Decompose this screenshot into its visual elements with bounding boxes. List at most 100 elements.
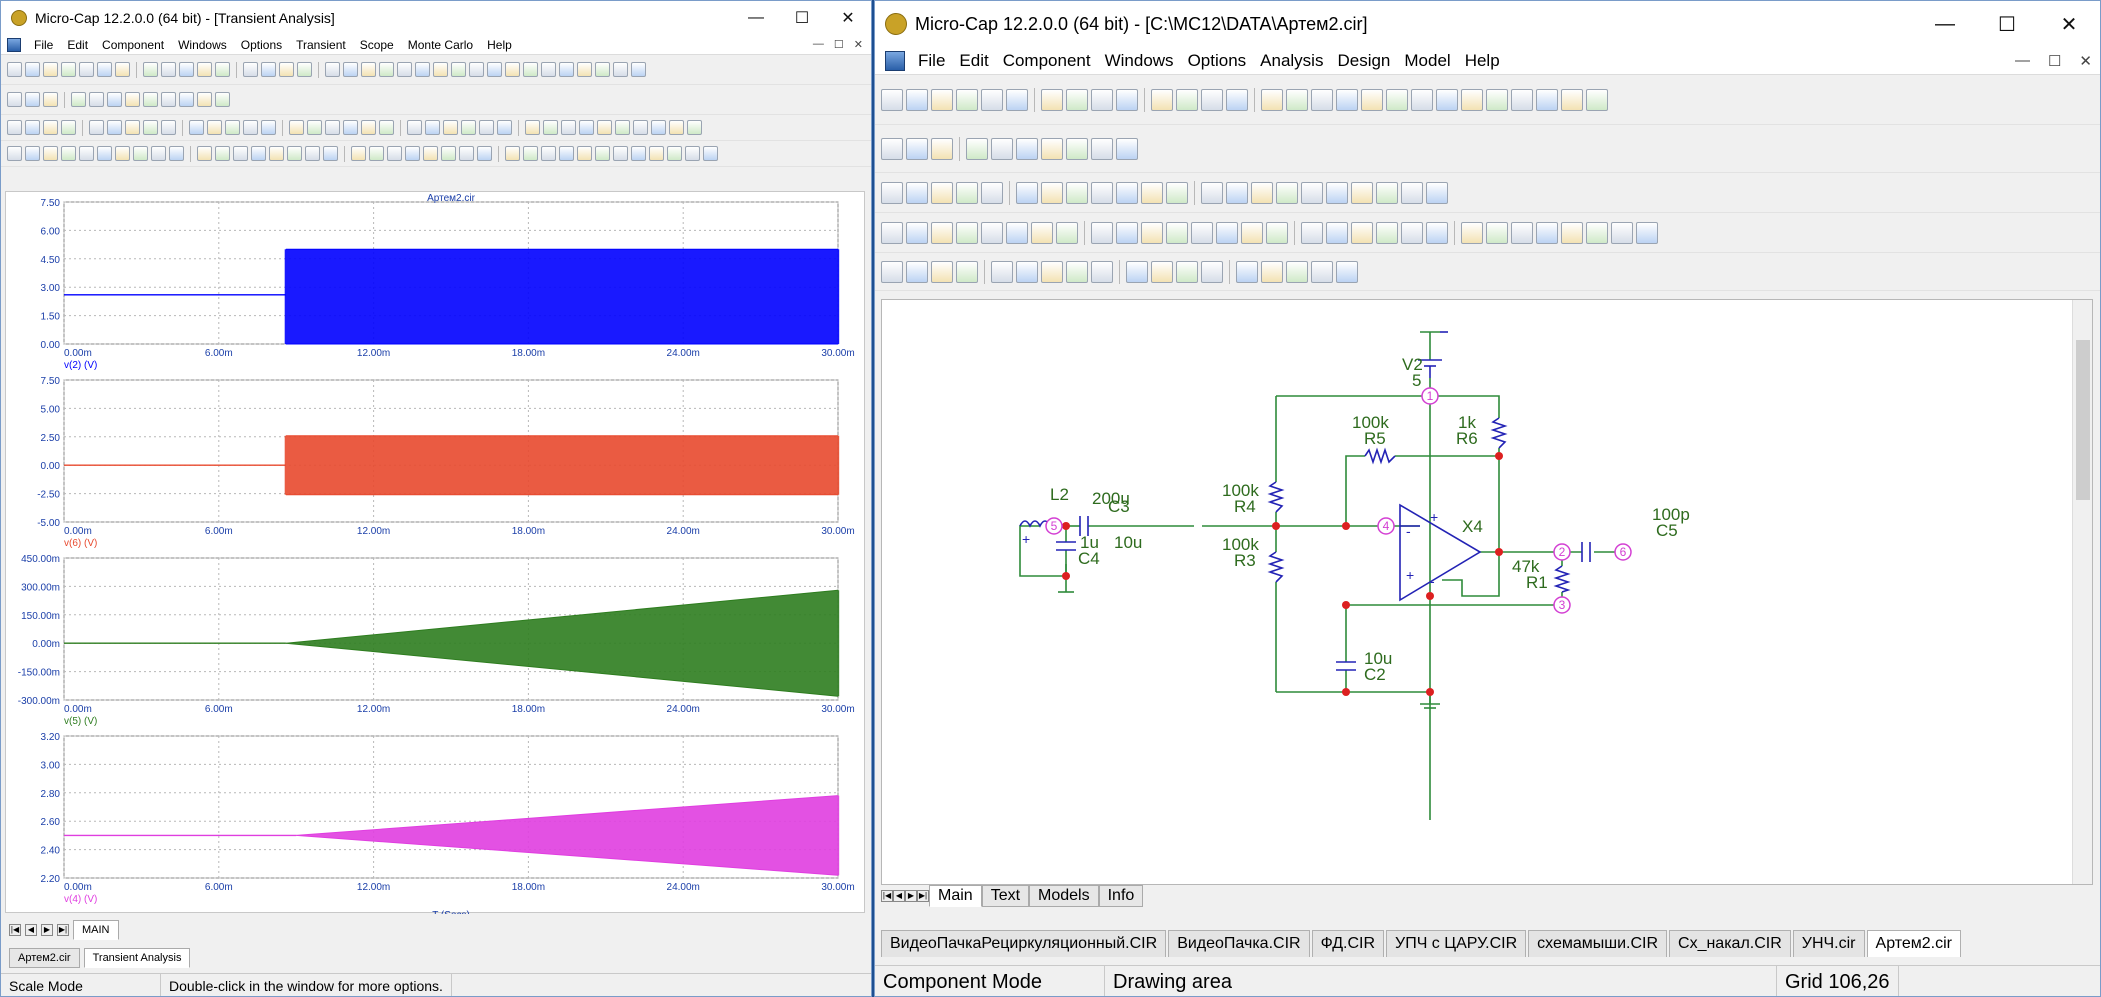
maximize-button[interactable]: ☐ xyxy=(1998,13,2016,36)
toolbar-button-icon[interactable] xyxy=(1006,221,1028,244)
toolbar-button-icon[interactable] xyxy=(1311,88,1333,111)
toolbar-button-icon[interactable] xyxy=(595,62,610,77)
menu-options[interactable]: Options xyxy=(1187,50,1247,70)
tab-models[interactable]: Models xyxy=(1029,885,1099,907)
toolbar-button-icon[interactable] xyxy=(189,120,204,135)
menu-design[interactable]: Design xyxy=(1337,50,1391,70)
mdi-close-button[interactable]: ✕ xyxy=(2079,52,2092,70)
file-tab[interactable]: ФД.CIR xyxy=(1311,930,1385,957)
toolbar-button-icon[interactable] xyxy=(559,146,574,161)
scroll-thumb[interactable] xyxy=(2076,340,2090,500)
toolbar-button-icon[interactable] xyxy=(631,62,646,77)
toolbar-button-icon[interactable] xyxy=(423,146,438,161)
toolbar-button-icon[interactable] xyxy=(1176,260,1198,283)
minimize-button[interactable]: — xyxy=(1935,12,1955,35)
toolbar-button-icon[interactable] xyxy=(1561,221,1583,244)
menu-help[interactable]: Help xyxy=(1464,50,1500,70)
tab-info[interactable]: Info xyxy=(1098,885,1144,907)
toolbar-button-icon[interactable] xyxy=(991,260,1013,283)
toolbar-button-icon[interactable] xyxy=(931,221,953,244)
toolbar-button-icon[interactable] xyxy=(261,120,276,135)
toolbar-button-icon[interactable] xyxy=(1326,181,1348,204)
toolbar-button-icon[interactable] xyxy=(1041,260,1063,283)
toolbar-button-icon[interactable] xyxy=(991,137,1013,160)
toolbar-button-icon[interactable] xyxy=(1536,221,1558,244)
toolbar-button-icon[interactable] xyxy=(956,260,978,283)
file-tab[interactable]: УПЧ с ЦАРУ.CIR xyxy=(1386,930,1527,957)
toolbar-button-icon[interactable] xyxy=(1056,221,1078,244)
toolbar-button-icon[interactable] xyxy=(981,221,1003,244)
toolbar-button-icon[interactable] xyxy=(1361,88,1383,111)
mdi-minimize-button[interactable]: — xyxy=(2014,51,2030,69)
toolbar-button-icon[interactable] xyxy=(61,146,76,161)
toolbar-button-icon[interactable] xyxy=(1311,260,1333,283)
toolbar-button-icon[interactable] xyxy=(906,181,928,204)
toolbar-button-icon[interactable] xyxy=(43,62,58,77)
toolbar-button-icon[interactable] xyxy=(649,146,664,161)
toolbar-button-icon[interactable] xyxy=(325,120,340,135)
toolbar-button-icon[interactable] xyxy=(1126,260,1148,283)
toolbar-button-icon[interactable] xyxy=(906,260,928,283)
toolbar-button-icon[interactable] xyxy=(1401,181,1423,204)
toolbar-button-icon[interactable] xyxy=(1586,221,1608,244)
toolbar-button-icon[interactable] xyxy=(441,146,456,161)
toolbar-button-icon[interactable] xyxy=(1286,88,1308,111)
toolbar-button-icon[interactable] xyxy=(243,62,258,77)
toolbar-button-icon[interactable] xyxy=(1226,181,1248,204)
toolbar-button-icon[interactable] xyxy=(981,88,1003,111)
schematic-drawing-area[interactable]: -+ +- + 1 2 3 4 xyxy=(881,299,2093,885)
toolbar-button-icon[interactable] xyxy=(1151,260,1173,283)
toolbar-button-icon[interactable] xyxy=(906,137,928,160)
toolbar-button-icon[interactable] xyxy=(25,62,40,77)
toolbar-button-icon[interactable] xyxy=(443,120,458,135)
toolbar-button-icon[interactable] xyxy=(125,120,140,135)
toolbar-button-icon[interactable] xyxy=(1201,88,1223,111)
toolbar-button-icon[interactable] xyxy=(1116,221,1138,244)
menu-monte-carlo[interactable]: Monte Carlo xyxy=(407,37,474,52)
toolbar-button-icon[interactable] xyxy=(89,120,104,135)
toolbar-button-icon[interactable] xyxy=(343,62,358,77)
toolbar-button-icon[interactable] xyxy=(1191,221,1213,244)
toolbar-button-icon[interactable] xyxy=(1386,88,1408,111)
toolbar-button-icon[interactable] xyxy=(1286,260,1308,283)
toolbar-button-icon[interactable] xyxy=(71,92,86,107)
toolbar-button-icon[interactable] xyxy=(595,146,610,161)
toolbar-button-icon[interactable] xyxy=(425,120,440,135)
toolbar-button-icon[interactable] xyxy=(133,146,148,161)
toolbar-button-icon[interactable] xyxy=(243,120,258,135)
toolbar-button-icon[interactable] xyxy=(561,120,576,135)
toolbar-button-icon[interactable] xyxy=(1376,181,1398,204)
toolbar-button-icon[interactable] xyxy=(881,221,903,244)
toolbar-button-icon[interactable] xyxy=(7,92,22,107)
menu-edit[interactable]: Edit xyxy=(959,50,989,70)
mdi-minimize-button[interactable]: — xyxy=(812,38,824,50)
toolbar-button-icon[interactable] xyxy=(1301,221,1323,244)
toolbar-button-icon[interactable] xyxy=(1586,88,1608,111)
toolbar-button-icon[interactable] xyxy=(415,62,430,77)
toolbar-button-icon[interactable] xyxy=(115,146,130,161)
toolbar-button-icon[interactable] xyxy=(1351,221,1373,244)
toolbar-button-icon[interactable] xyxy=(1216,221,1238,244)
toolbar-button-icon[interactable] xyxy=(559,62,574,77)
last-page-button[interactable]: ▶| xyxy=(57,924,69,936)
toolbar-button-icon[interactable] xyxy=(931,260,953,283)
doc-tab-transient[interactable]: Transient Analysis xyxy=(83,948,191,968)
toolbar-button-icon[interactable] xyxy=(89,92,104,107)
toolbar-button-icon[interactable] xyxy=(1636,221,1658,244)
toolbar-button-icon[interactable] xyxy=(25,146,40,161)
toolbar-button-icon[interactable] xyxy=(931,137,953,160)
toolbar-button-icon[interactable] xyxy=(459,146,474,161)
file-tab[interactable]: Сх_накал.CIR xyxy=(1669,930,1791,957)
toolbar-button-icon[interactable] xyxy=(931,181,953,204)
toolbar-button-icon[interactable] xyxy=(1236,260,1258,283)
toolbar-button-icon[interactable] xyxy=(143,120,158,135)
left-titlebar[interactable]: Micro-Cap 12.2.0.0 (64 bit) - [Transient… xyxy=(1,1,871,35)
toolbar-button-icon[interactable] xyxy=(1041,137,1063,160)
toolbar-button-icon[interactable] xyxy=(1461,88,1483,111)
toolbar-button-icon[interactable] xyxy=(79,146,94,161)
toolbar-button-icon[interactable] xyxy=(669,120,684,135)
toolbar-button-icon[interactable] xyxy=(1066,260,1088,283)
toolbar-button-icon[interactable] xyxy=(107,92,122,107)
toolbar-button-icon[interactable] xyxy=(1326,221,1348,244)
